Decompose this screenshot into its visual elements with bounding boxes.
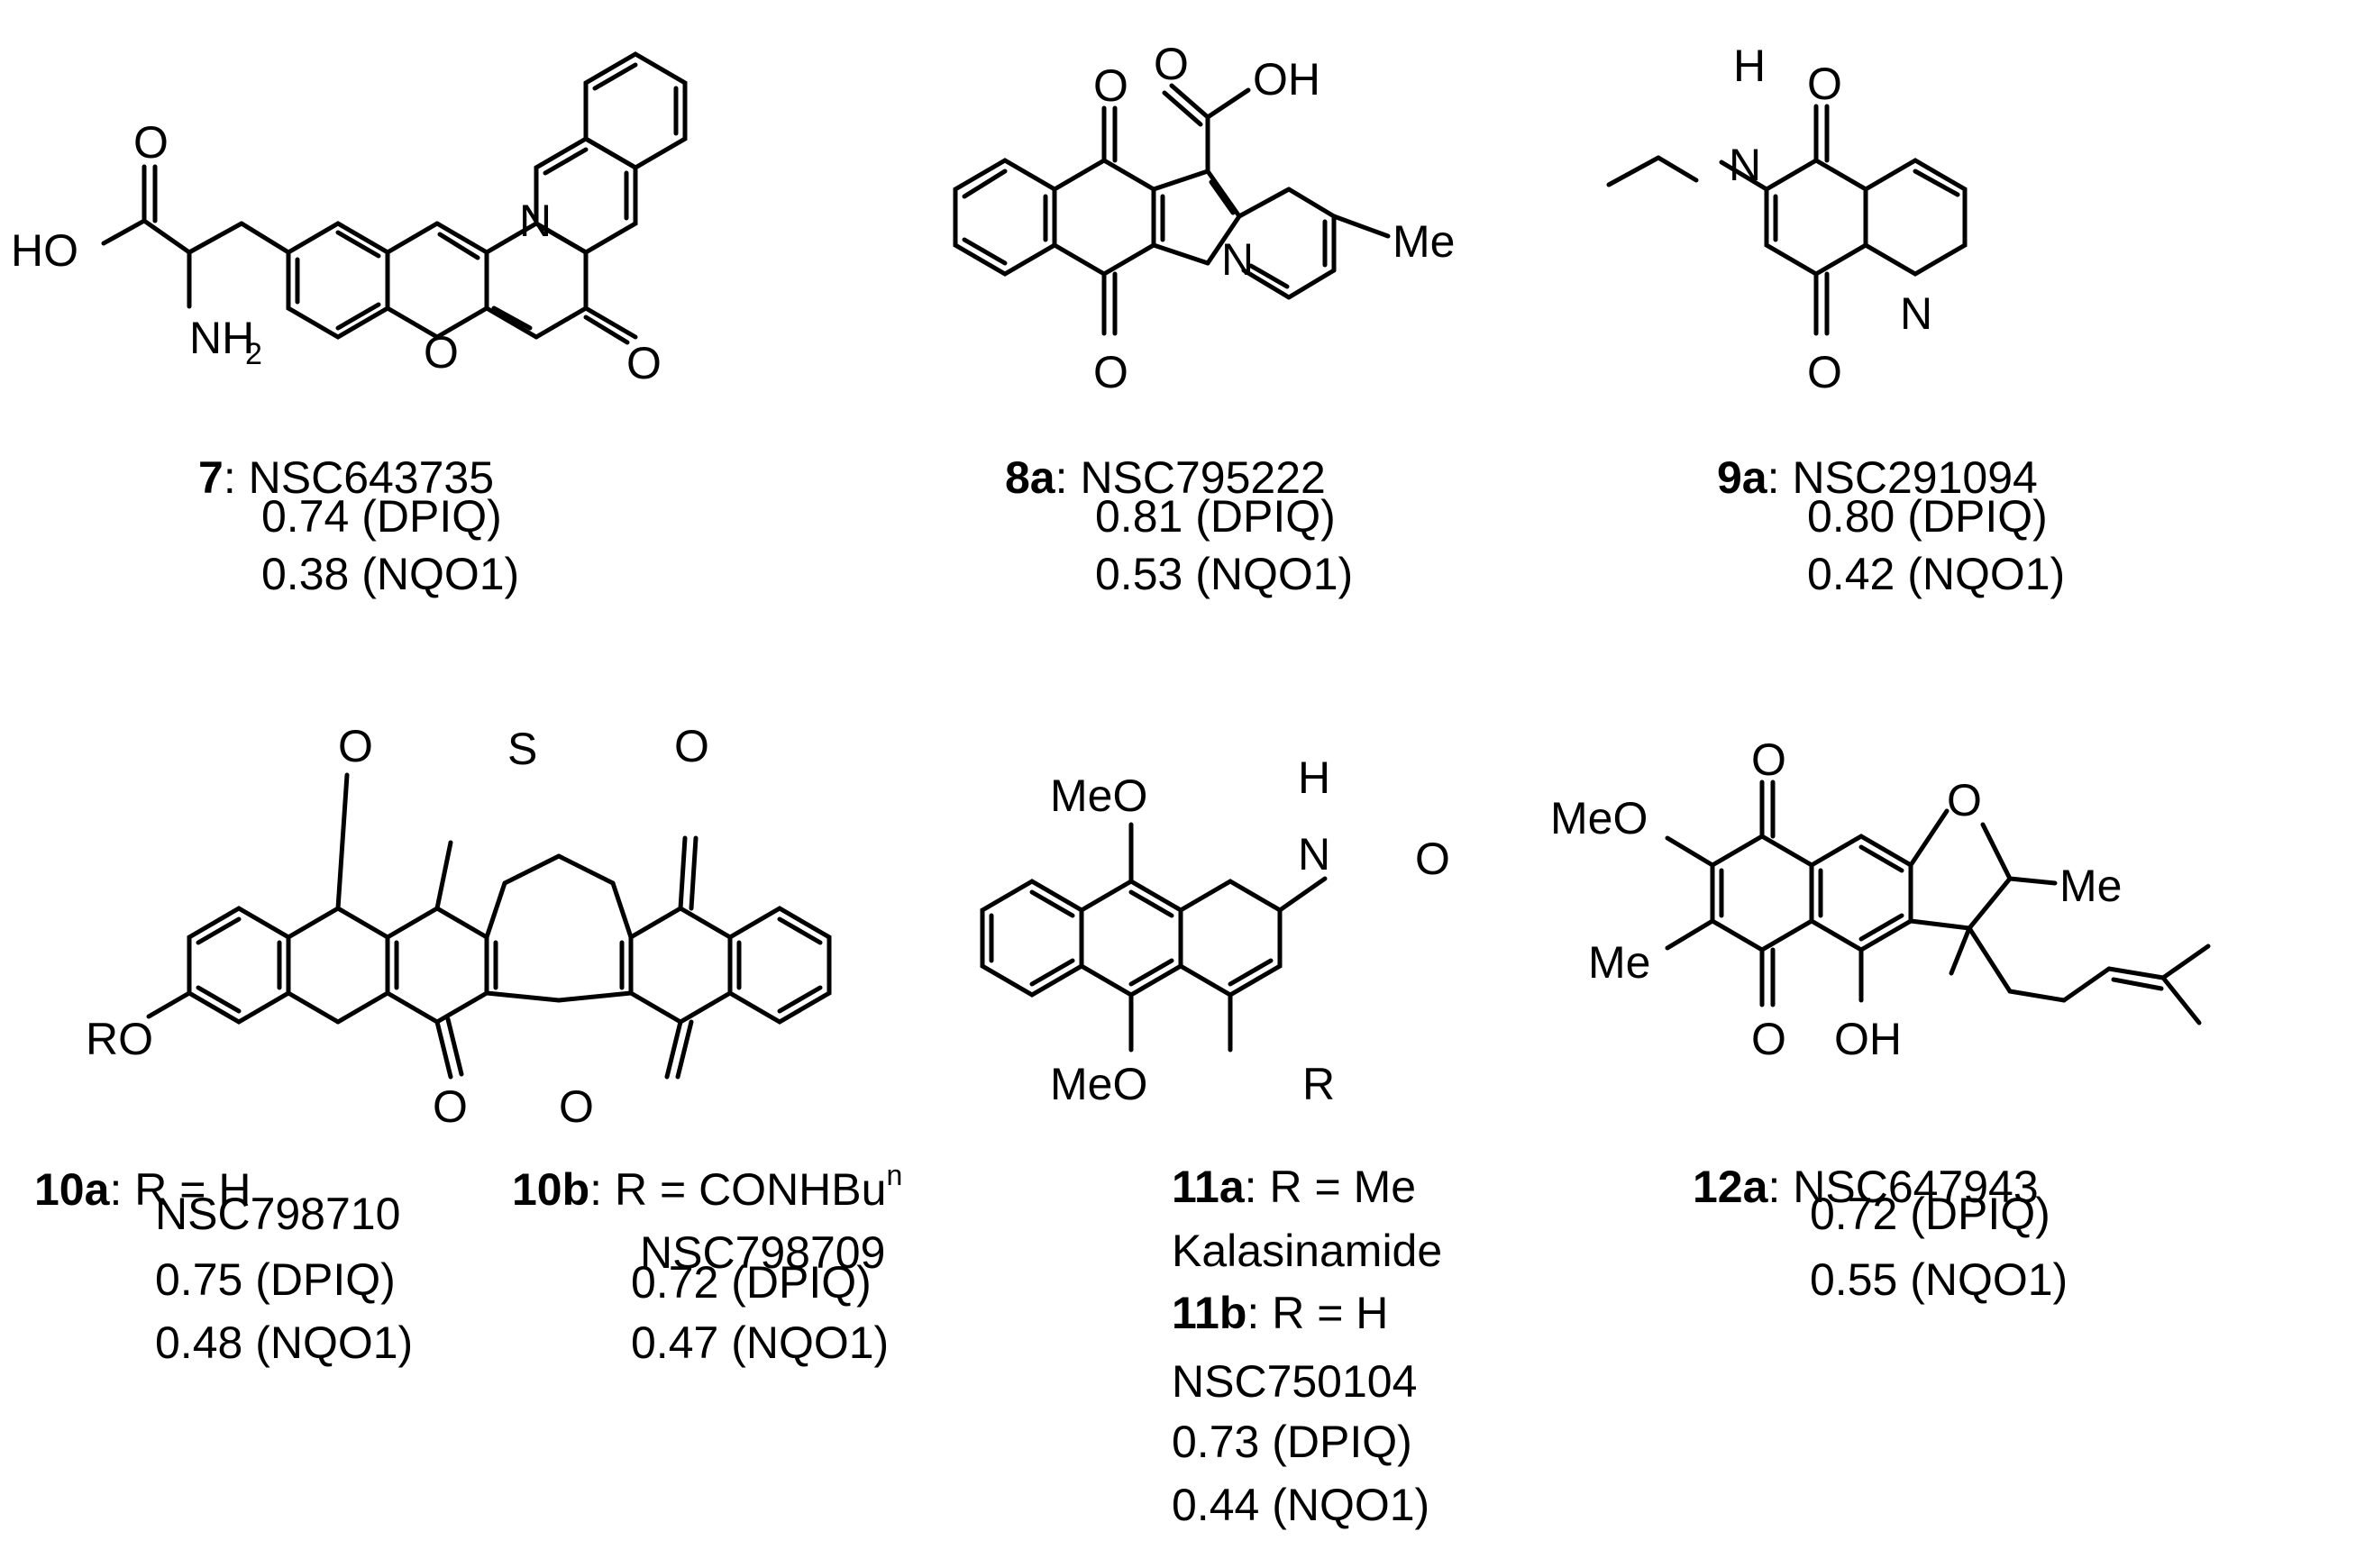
compound-id: 10b xyxy=(512,1164,590,1215)
nsc-number: NSC750104 xyxy=(1172,1356,1418,1407)
compound-id: 12a xyxy=(1693,1162,1768,1212)
atom-H: H xyxy=(1733,41,1766,91)
nqo1-score: 0.48 (NQO1) xyxy=(155,1317,414,1368)
atom-O: O xyxy=(1415,834,1450,884)
caption-11b: 11b: R = H xyxy=(1172,1288,1389,1338)
atom-Me: Me xyxy=(1588,937,1650,988)
caption-8a: 8a: NSC795222 xyxy=(1005,452,1326,503)
compound-id: 7 xyxy=(198,452,224,503)
dpiq-score: 0.75 (DPIQ) xyxy=(155,1254,396,1305)
atom-N: N xyxy=(1729,140,1761,190)
nsc-number: NSC643735 xyxy=(248,452,495,503)
compound-id: 10a xyxy=(34,1164,110,1215)
dpiq-score: 0.74 (DPIQ) xyxy=(261,491,502,542)
atom-O: O xyxy=(1807,347,1842,397)
dpiq-score: 0.73 (DPIQ) xyxy=(1172,1417,1412,1467)
structure-9a xyxy=(1606,104,1968,336)
nsc-number: NSC798710 xyxy=(155,1189,401,1239)
nqo1-score: 0.53 (NQO1) xyxy=(1095,549,1354,599)
atom-O: O xyxy=(424,327,459,378)
caption-7: 7: NSC643735 xyxy=(198,452,495,503)
structure-11 xyxy=(980,822,1328,1053)
atom-R: R xyxy=(1302,1059,1335,1109)
atom-OH: OH xyxy=(1834,1014,1902,1064)
caption-9a: 9a: NSC291094 xyxy=(1717,452,2038,503)
nsc-number: NSC795222 xyxy=(1080,452,1326,503)
atom-O: O xyxy=(1751,1014,1786,1064)
nsc-number: NSC291094 xyxy=(1792,452,2038,503)
r-group: R = Me xyxy=(1269,1162,1417,1212)
atom-labels: O HO NH 2 N O O O O OH O N Me H N O O N … xyxy=(11,39,2122,1132)
atom-MeO: MeO xyxy=(1050,1059,1147,1109)
caption-11a: 11a: R = Me xyxy=(1172,1162,1417,1212)
compound-id: 8a xyxy=(1005,452,1055,503)
dpiq-score: 0.72 (DPIQ) xyxy=(1810,1189,2050,1239)
atom-O: O xyxy=(133,117,169,168)
r-group: R = H xyxy=(134,1164,251,1215)
atom-O: O xyxy=(1807,59,1842,109)
atom-N: N xyxy=(519,196,552,246)
atom-O: O xyxy=(1751,734,1786,785)
atom-O: O xyxy=(559,1081,594,1132)
atom-O: O xyxy=(1154,39,1189,89)
atom-NH2: NH xyxy=(189,313,254,363)
compound-id: 11b xyxy=(1172,1288,1247,1338)
atom-Me: Me xyxy=(1393,216,1455,267)
atom-H: H xyxy=(1298,752,1330,803)
atom-MeO: MeO xyxy=(1050,770,1147,821)
compound-id: 11a xyxy=(1172,1162,1245,1212)
atom-N: N xyxy=(1900,288,1932,339)
nsc-number: NSC647943 xyxy=(1793,1162,2039,1212)
nsc-number: NSC798709 xyxy=(640,1227,886,1278)
structure-7 xyxy=(101,51,688,345)
compound-name: Kalasinamide xyxy=(1172,1226,1443,1276)
r-group: R = CONHBu xyxy=(614,1164,887,1215)
atom-MeO: MeO xyxy=(1550,793,1648,843)
atom-O: O xyxy=(433,1081,468,1132)
atom-Me: Me xyxy=(2059,861,2122,911)
dpiq-score: 0.81 (DPIQ) xyxy=(1095,491,1336,542)
compound-id: 9a xyxy=(1717,452,1767,503)
atom-O: O xyxy=(1947,775,1982,825)
nqo1-score: 0.55 (NQO1) xyxy=(1810,1254,2068,1305)
atom-O: O xyxy=(626,338,662,388)
atom-RO: RO xyxy=(86,1014,153,1064)
atom-HO: HO xyxy=(11,225,78,276)
caption-10a: 10a: R = H xyxy=(34,1164,251,1215)
atom-O: O xyxy=(338,721,373,771)
caption-10b: 10b: R = CONHBun xyxy=(512,1159,903,1215)
atom-N: N xyxy=(1298,829,1330,880)
dpiq-score: 0.72 (DPIQ) xyxy=(631,1257,872,1308)
nqo1-score: 0.47 (NQO1) xyxy=(631,1317,890,1368)
nqo1-score: 0.38 (NQO1) xyxy=(261,549,520,599)
atom-O: O xyxy=(1093,347,1128,397)
atom-OH: OH xyxy=(1253,54,1320,105)
atom-S: S xyxy=(507,724,537,774)
nqo1-score: 0.44 (NQO1) xyxy=(1172,1480,1430,1530)
atom-N: N xyxy=(1221,234,1254,285)
r-group: R = H xyxy=(1272,1288,1389,1338)
structure-8a xyxy=(953,83,1391,336)
caption-12a: 12a: NSC647943 xyxy=(1693,1162,2039,1212)
structure-10 xyxy=(146,772,832,1080)
atom-O: O xyxy=(674,721,709,771)
dpiq-score: 0.80 (DPIQ) xyxy=(1807,491,2048,542)
atom-NH2-subscript: 2 xyxy=(245,337,262,371)
structure-12a xyxy=(1665,779,2211,1026)
nqo1-score: 0.42 (NQO1) xyxy=(1807,549,2066,599)
atom-O: O xyxy=(1093,60,1128,111)
